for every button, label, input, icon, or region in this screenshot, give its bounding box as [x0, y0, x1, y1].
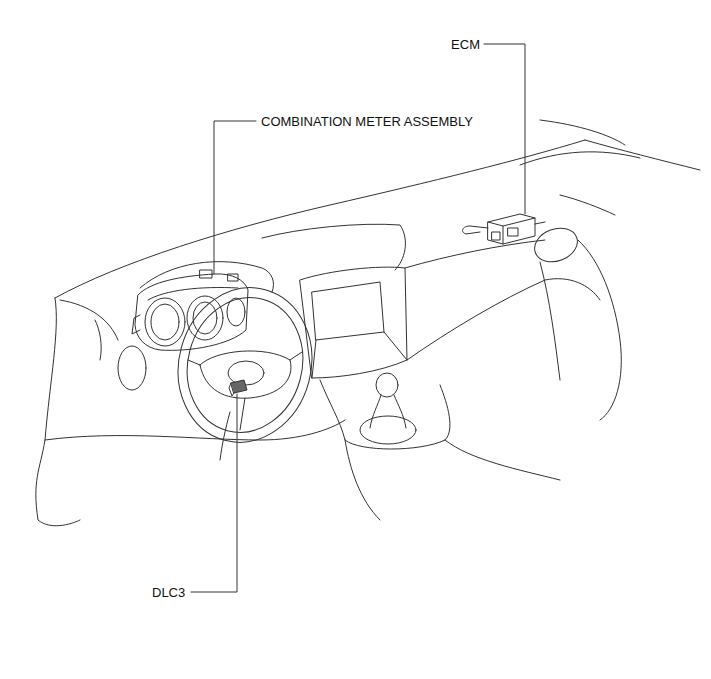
windshield-line [585, 140, 700, 170]
steering-wheel [161, 273, 329, 460]
a-pillar [540, 120, 625, 145]
leader-line [484, 44, 525, 214]
windshield-edge [520, 152, 640, 165]
dash-left-face [60, 300, 118, 340]
leader-line [191, 394, 237, 592]
center-hood [262, 224, 405, 270]
console [320, 380, 450, 449]
combination-meter [132, 270, 248, 350]
ecm-unit [463, 214, 545, 244]
stack-edge [312, 332, 407, 378]
shift-knob [376, 373, 398, 397]
center-display [312, 282, 384, 340]
dash-corner [560, 195, 615, 215]
right-vent [530, 222, 582, 267]
shift-boot-base [360, 416, 416, 444]
leader-line [214, 121, 256, 274]
shift-boot [370, 395, 406, 428]
left-vent [118, 346, 146, 390]
dash-left-edge [36, 298, 80, 526]
part-label: COMBINATION METER ASSEMBLY [260, 114, 474, 129]
door-trim [95, 320, 101, 360]
center-stack [300, 267, 407, 378]
console-side [345, 440, 560, 520]
part-label: ECM [450, 37, 481, 52]
dash-lower-edge [45, 420, 345, 440]
dlc3-connector [229, 380, 247, 396]
glovebox-side [540, 262, 560, 380]
passenger-dash-line [405, 240, 545, 268]
glovebox-top [407, 279, 600, 360]
part-label: DLC3 [151, 585, 186, 600]
dash-right-edge [578, 240, 621, 420]
